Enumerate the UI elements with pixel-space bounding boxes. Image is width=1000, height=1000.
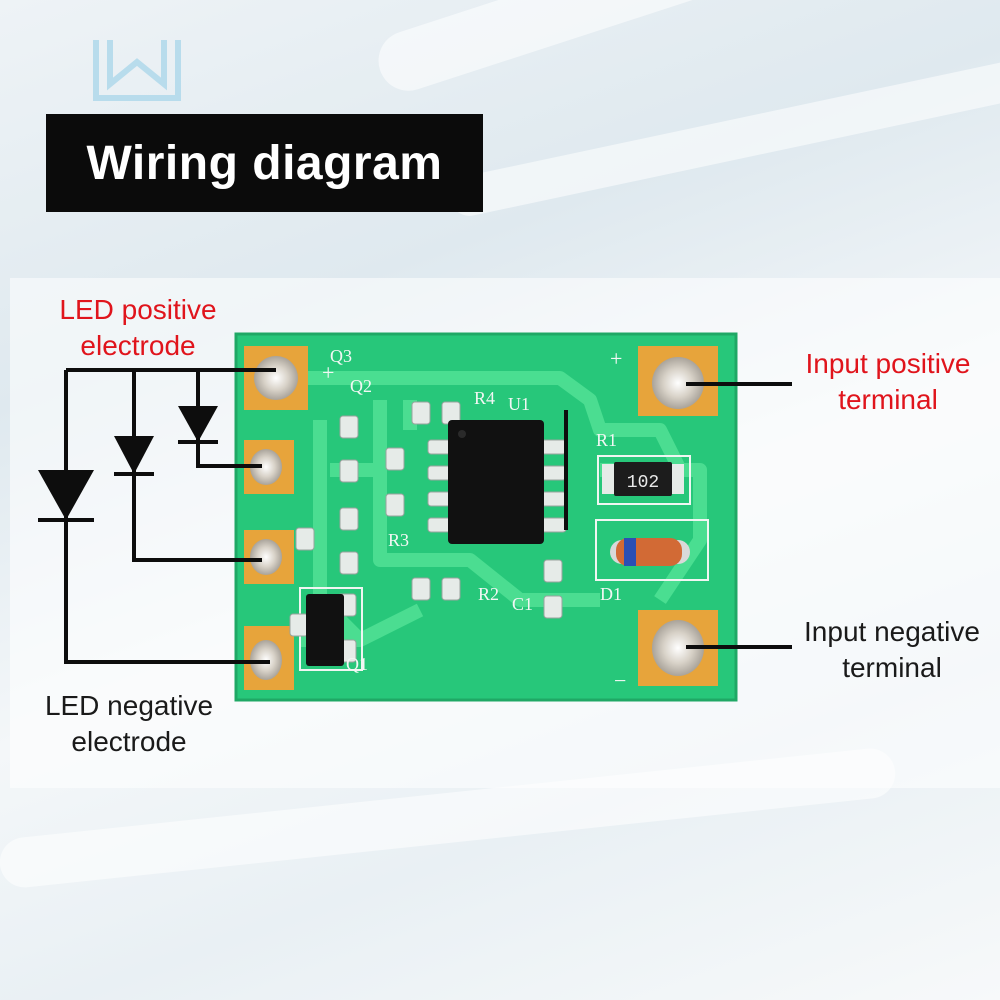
title-banner: Wiring diagram: [46, 114, 483, 212]
silk-q2: Q2: [350, 376, 372, 396]
label-line: Input negative: [804, 616, 980, 647]
silk-minus: −: [614, 668, 626, 693]
led-diode-icon: [114, 436, 154, 476]
label-line: terminal: [838, 384, 938, 415]
silk-r1: R1: [596, 430, 617, 450]
label-line: electrode: [80, 330, 196, 361]
silk-r4: R4: [474, 388, 495, 408]
resistor-code: 102: [627, 473, 659, 493]
silk-plus-right: +: [610, 346, 622, 371]
led2-wire: [132, 370, 262, 562]
wiring-lines: [64, 368, 792, 664]
label-line: LED negative: [44, 690, 214, 721]
silk-c1: C1: [512, 594, 533, 614]
diode-d1: [610, 538, 690, 566]
led-diode-icon: [178, 406, 218, 444]
smd-pads: [289, 401, 563, 663]
led-diode-icon: [38, 470, 94, 522]
label-line: electrode: [71, 726, 187, 757]
silk-d1: D1: [600, 584, 622, 604]
page-title: Wiring diagram: [86, 136, 443, 190]
silk-u1: U1: [508, 394, 530, 414]
label-line: LED positive: [59, 294, 217, 325]
silk-r2: R2: [478, 584, 499, 604]
label-input-positive: Input positive terminal: [790, 346, 986, 418]
silk-r3: R3: [388, 530, 409, 550]
label-led-positive: LED positive electrode: [38, 292, 238, 364]
silk-q3: Q3: [330, 346, 352, 366]
silkscreen-labels: Q3 Q2 Q1 U1 R1 R2 R3 R4 C1 D1 + + −: [322, 346, 626, 693]
led-negative-wire: [64, 370, 270, 664]
label-input-negative: Input negative terminal: [790, 614, 994, 686]
label-led-negative: LED negative electrode: [24, 688, 234, 760]
silk-q1: Q1: [346, 654, 368, 674]
brand-logo-icon: [93, 40, 181, 101]
label-line: Input positive: [805, 348, 971, 379]
resistor-r1: 102: [602, 462, 684, 496]
label-line: terminal: [842, 652, 942, 683]
silk-plus-left: +: [322, 360, 334, 385]
led3-wire: [196, 370, 262, 468]
large-pads: [244, 346, 718, 690]
transistor-q1: [306, 594, 344, 666]
